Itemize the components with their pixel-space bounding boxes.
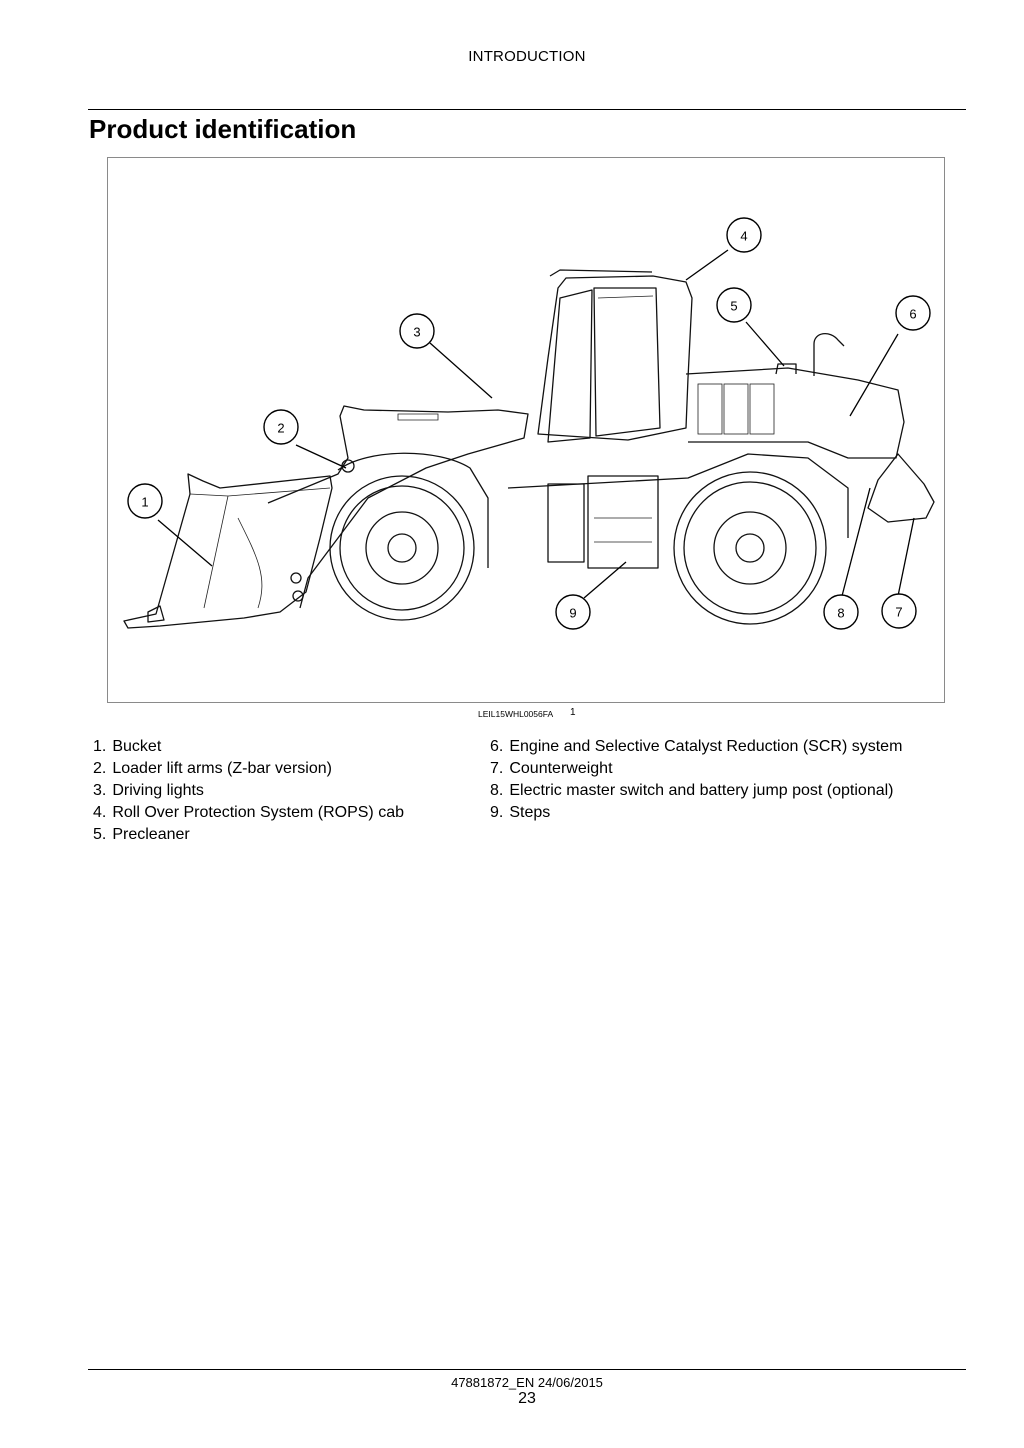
legend-item: 3.Driving lights <box>93 782 204 799</box>
legend-item: 1.Bucket <box>93 738 162 755</box>
callout-1: 1 <box>127 483 163 519</box>
legend-item: 8.Electric master switch and battery jum… <box>490 782 894 799</box>
callout-7: 7 <box>881 593 917 629</box>
legend-item: 2.Loader lift arms (Z-bar version) <box>93 760 332 777</box>
running-header: INTRODUCTION <box>468 48 586 65</box>
header-rule <box>88 109 966 110</box>
page-title: Product identification <box>89 114 357 144</box>
callout-5: 5 <box>716 287 752 323</box>
svg-text:6: 6 <box>909 307 916 322</box>
legend-item: 6.Engine and Selective Catalyst Reductio… <box>490 738 903 755</box>
callout-4: 4 <box>726 217 762 253</box>
legend-item: 4.Roll Over Protection System (ROPS) cab <box>93 804 404 821</box>
front-fender-chassis <box>337 452 849 569</box>
svg-text:4: 4 <box>740 229 747 244</box>
footer-rule <box>88 1369 966 1370</box>
svg-text:2: 2 <box>277 421 284 436</box>
front-wheel <box>329 475 475 621</box>
legend-item: 9.Steps <box>490 804 551 821</box>
legend-item: 7.Counterweight <box>490 760 613 777</box>
callout-leaders <box>157 249 915 599</box>
svg-text:7: 7 <box>895 605 902 620</box>
loader-arms <box>267 405 529 609</box>
svg-text:5: 5 <box>730 299 737 314</box>
engine-hood <box>685 333 905 459</box>
callout-9: 9 <box>555 594 591 630</box>
footer-document-reference: 47881872_EN 24/06/2015 <box>451 1375 603 1390</box>
wheel-loader-illustration: 1 2 3 4 5 6 7 8 9 <box>123 217 935 630</box>
legend-right-column: 6.Engine and Selective Catalyst Reductio… <box>490 736 902 824</box>
figure-caption-code: LEIL15WHL0056FA <box>478 709 554 719</box>
svg-text:1: 1 <box>141 495 148 510</box>
legend-left-column: 1.Bucket 2.Loader lift arms (Z-bar versi… <box>93 736 404 846</box>
page-number: 23 <box>518 1390 536 1407</box>
figure-number: 1 <box>570 707 576 718</box>
cab-rops <box>537 269 693 443</box>
counterweight <box>867 453 935 523</box>
rear-wheel <box>673 471 827 625</box>
figure-frame: 1 2 3 4 5 6 7 8 9 <box>107 157 945 703</box>
svg-text:8: 8 <box>837 606 844 621</box>
callout-3: 3 <box>399 313 435 349</box>
legend-item: 5.Precleaner <box>93 826 190 843</box>
svg-text:9: 9 <box>569 606 576 621</box>
callout-6: 6 <box>895 295 931 331</box>
callout-8: 8 <box>823 594 859 630</box>
bucket <box>123 473 333 629</box>
callout-2: 2 <box>263 409 299 445</box>
svg-text:3: 3 <box>413 325 420 340</box>
